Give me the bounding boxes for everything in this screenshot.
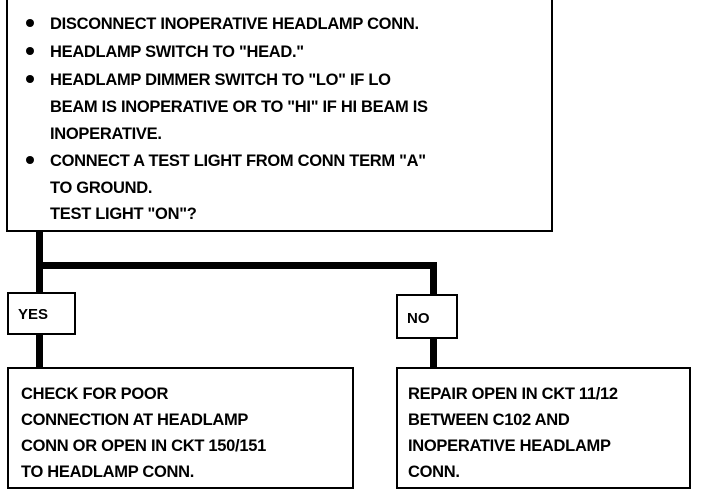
yes-label-box: YES [7, 292, 76, 335]
question-box: DISCONNECT INOPERATIVE HEADLAMP CONN. HE… [6, 0, 553, 232]
step-text: INOPERATIVE. [50, 125, 162, 143]
step-text: TEST LIGHT "ON"? [50, 205, 197, 223]
connector-yes [36, 334, 43, 368]
yes-result-box: CHECK FOR POOR CONNECTION AT HEADLAMP CO… [7, 367, 354, 489]
yes-label: YES [18, 306, 49, 323]
result-text: CHECK FOR POOR [21, 385, 169, 403]
connector-branch [36, 262, 437, 269]
bullet-icon [26, 19, 34, 27]
step-text: TO GROUND. [50, 179, 153, 197]
result-text: REPAIR OPEN IN CKT 11/12 [408, 385, 618, 403]
result-text: CONN OR OPEN IN CKT 150/151 [21, 437, 266, 455]
step-text: CONNECT A TEST LIGHT FROM CONN TERM "A" [50, 152, 426, 170]
result-text: TO HEADLAMP CONN. [21, 463, 195, 481]
result-text: CONNECTION AT HEADLAMP [21, 411, 249, 429]
result-text: CONN. [408, 463, 460, 481]
no-label-box: NO [396, 294, 458, 339]
step-text: DISCONNECT INOPERATIVE HEADLAMP CONN. [50, 15, 419, 33]
step-text: BEAM IS INOPERATIVE OR TO "HI" IF HI BEA… [50, 98, 428, 116]
step-text: HEADLAMP SWITCH TO "HEAD." [50, 43, 304, 61]
bullet-icon [26, 156, 34, 164]
result-text: INOPERATIVE HEADLAMP [408, 437, 611, 455]
no-label: NO [407, 310, 430, 327]
connector-no-drop [430, 262, 437, 294]
bullet-icon [26, 75, 34, 83]
step-text: HEADLAMP DIMMER SWITCH TO "LO" IF LO [50, 71, 391, 89]
connector-no [430, 338, 437, 368]
result-text: BETWEEN C102 AND [408, 411, 570, 429]
no-result-box: REPAIR OPEN IN CKT 11/12 BETWEEN C102 AN… [396, 367, 691, 489]
bullet-icon [26, 47, 34, 55]
